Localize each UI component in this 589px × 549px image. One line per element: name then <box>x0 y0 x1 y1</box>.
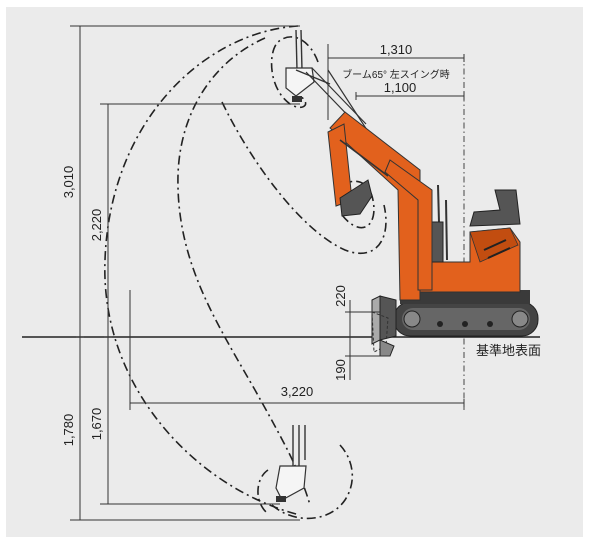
digging-envelope <box>104 25 387 520</box>
bucket-curl-arc-top <box>270 36 319 109</box>
dump-height-arc <box>177 37 311 506</box>
front-bucket <box>339 179 373 217</box>
label-1780: 1,780 <box>61 414 76 447</box>
inner-reach-arc <box>221 101 387 255</box>
bucket-top <box>285 29 331 102</box>
dim-vertical-wall-depth: 1,670 <box>89 337 280 505</box>
label-190: 190 <box>333 359 348 381</box>
label-3010: 3,010 <box>61 166 76 199</box>
operator-seat <box>469 189 521 227</box>
label-1310: 1,310 <box>380 42 413 57</box>
label-swing-note: ブーム65° 左スイング時 <box>342 68 450 81</box>
label-1100: 1,100 <box>384 80 417 95</box>
dim-max-dig-depth: 1,780 <box>61 337 300 521</box>
undercarriage <box>400 290 530 304</box>
label-220: 220 <box>333 285 348 307</box>
dim-max-reach-ground: 3,220 <box>129 290 465 410</box>
boom <box>329 111 421 301</box>
dim-max-reach-height: 3,010 <box>61 25 300 338</box>
max-reach-arc <box>104 25 301 516</box>
label-2220: 2,220 <box>89 209 104 242</box>
dim-max-dump-height: 2,220 <box>89 103 300 338</box>
dim-blade: 220 190 <box>333 285 390 381</box>
label-1670: 1,670 <box>89 408 104 441</box>
label-3220: 3,220 <box>281 384 314 399</box>
bucket-bottom <box>275 425 307 502</box>
dim-offset: 1,310 ブーム65° 左スイング時 1,100 <box>327 42 465 120</box>
bucket-curl-arc-bottom-inner <box>257 469 269 513</box>
ground-label: 基準地表面 <box>476 343 541 358</box>
bucket-curl-arc-bottom <box>271 444 354 520</box>
excavator <box>327 111 539 357</box>
track-inner <box>402 308 530 330</box>
